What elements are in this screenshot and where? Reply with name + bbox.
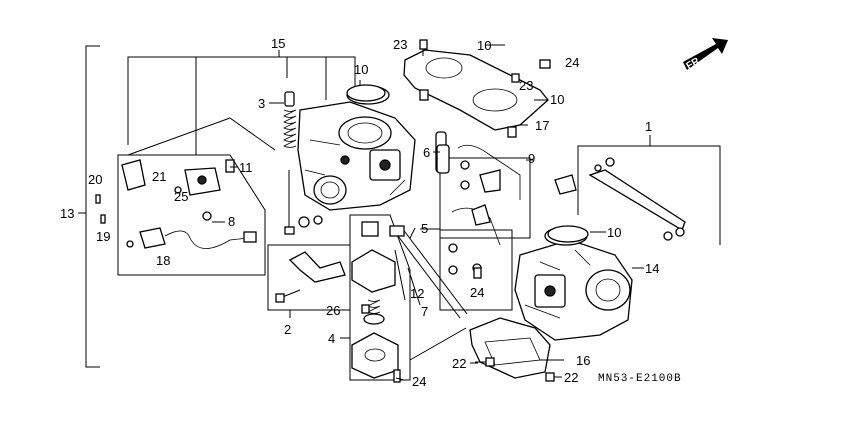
carburetor-right <box>514 226 633 341</box>
part-label-17: 17 <box>535 118 549 133</box>
part-label-24a: 24 <box>565 55 579 70</box>
part-label-3: 3 <box>258 96 265 111</box>
part-label-24b: 24 <box>470 285 484 300</box>
bracket-16 <box>469 317 562 382</box>
part-label-22b: 22 <box>564 370 578 385</box>
part-label-25: 25 <box>174 189 188 204</box>
small-screws <box>95 39 551 314</box>
part-label-13: 13 <box>60 206 74 221</box>
subassembly-box-sensor <box>117 117 276 276</box>
group-bracket-1 <box>577 135 721 245</box>
front-direction-arrow: FR. <box>683 38 728 72</box>
group-bracket-13 <box>78 45 100 368</box>
part-label-9: 9 <box>528 151 535 166</box>
part-label-18: 18 <box>156 253 170 268</box>
part-label-23a: 23 <box>393 37 407 52</box>
part-label-2: 2 <box>284 322 291 337</box>
o-rings <box>346 84 589 243</box>
spring-3 <box>283 91 323 235</box>
part-label-19: 19 <box>96 229 110 244</box>
part-label-8: 8 <box>228 214 235 229</box>
diaphragm-4 <box>351 221 401 383</box>
part-label-16: 16 <box>576 353 590 368</box>
subassembly-box-diaphragm <box>349 214 411 381</box>
part-label-12: 12 <box>410 286 424 301</box>
part-label-23b: 23 <box>519 78 533 93</box>
part-label-6: 6 <box>423 145 430 160</box>
part-label-4: 4 <box>328 331 335 346</box>
link-rod-7 <box>389 225 468 319</box>
drawing-code: MN53-E2100B <box>598 373 682 385</box>
part-label-20: 20 <box>88 172 102 187</box>
part-label-24c: 24 <box>412 374 426 389</box>
throttle-sensor-assembly <box>121 159 257 249</box>
subassembly-box-links <box>439 157 533 311</box>
part-label-5: 5 <box>421 221 428 236</box>
part-label-21: 21 <box>152 169 166 184</box>
carburetor-left <box>297 85 416 211</box>
part-label-26: 26 <box>326 303 340 318</box>
part-label-10b: 10 <box>477 38 491 53</box>
part-label-10c: 10 <box>550 92 564 107</box>
part-label-22a: 22 <box>452 356 466 371</box>
part-label-11: 11 <box>239 160 253 175</box>
link-pieces <box>436 144 521 275</box>
choke-rod-1 <box>554 157 686 241</box>
part-label-1: 1 <box>645 119 652 134</box>
part-label-10d: 10 <box>607 225 621 240</box>
throttle-link-2 <box>275 251 346 303</box>
part-label-14: 14 <box>645 261 659 276</box>
part-label-10a: 10 <box>354 62 368 77</box>
part-label-7: 7 <box>421 304 428 319</box>
part-number-labels: 1 2 3 4 5 6 7 8 9 10 10 10 10 11 12 13 1… <box>60 36 659 389</box>
callout-leaders <box>212 44 644 381</box>
part-label-15: 15 <box>271 36 285 51</box>
